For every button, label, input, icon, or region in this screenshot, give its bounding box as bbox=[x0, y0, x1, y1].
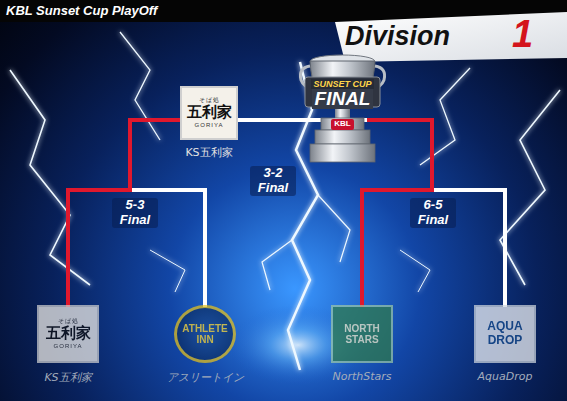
logo-text: GORIYA bbox=[39, 343, 97, 350]
lightning-bolt bbox=[318, 195, 350, 262]
bracket-segment bbox=[503, 190, 507, 305]
bracket-segment bbox=[430, 120, 434, 190]
bracket-line bbox=[238, 120, 432, 305]
bracket-segment bbox=[203, 190, 207, 305]
bracket-segment bbox=[365, 118, 432, 122]
lightning-bolt bbox=[150, 250, 185, 292]
logo-text: ATHLETE INN bbox=[177, 323, 233, 345]
bracket-segment bbox=[360, 190, 364, 305]
bracket-segment bbox=[362, 188, 432, 192]
bracket-line bbox=[68, 120, 180, 305]
trophy-shape: SUNSET CUPFINAL KBL bbox=[295, 52, 390, 164]
team-logo: そば処五利家GORIYA bbox=[37, 305, 99, 363]
team-node: ATHLETE INN アスリートイン bbox=[163, 305, 247, 385]
team-logo: ATHLETE INN bbox=[174, 305, 236, 363]
lightning bbox=[10, 32, 560, 370]
team-logo: そば処五利家GORIYA bbox=[180, 86, 238, 140]
lightning-bolt bbox=[420, 68, 470, 165]
lightning-bolt bbox=[500, 90, 560, 285]
team-name: アスリートイン bbox=[167, 370, 244, 385]
team-name: KS五利家 bbox=[44, 370, 91, 385]
bracket-line bbox=[238, 120, 505, 305]
trophy-node: SUNSET CUPFINAL KBL bbox=[295, 52, 390, 164]
logo-text: 五利家 bbox=[182, 104, 236, 121]
team-logo: NORTH STARS bbox=[331, 305, 393, 363]
lightning-bolt bbox=[120, 32, 160, 140]
team-logo: AQUA DROP bbox=[474, 305, 536, 363]
division-text: Division bbox=[345, 21, 450, 51]
lightning-bolt bbox=[262, 240, 292, 290]
bracket-segment bbox=[66, 190, 70, 305]
bracket-segment bbox=[128, 120, 132, 190]
title-paper bbox=[335, 12, 567, 62]
bracket-segment bbox=[68, 188, 130, 192]
bracket-segment bbox=[430, 120, 434, 190]
team-node: NORTH STARS NorthStars bbox=[322, 305, 402, 383]
logo-text: そば処 bbox=[182, 97, 236, 104]
team-name: KS五利家 bbox=[185, 145, 232, 160]
bracket-segment bbox=[130, 118, 180, 122]
logo-text: AQUA DROP bbox=[476, 320, 534, 348]
team-node: そば処五利家GORIYA KS五利家 bbox=[174, 86, 244, 160]
match-score: 6-5 Final bbox=[410, 198, 456, 228]
trophy-text: FINAL bbox=[312, 89, 374, 109]
match-score: 3-2 Final bbox=[250, 166, 296, 196]
logo-text: そば処 bbox=[39, 318, 97, 325]
team-node: そば処五利家GORIYA KS五利家 bbox=[28, 305, 108, 385]
bracket-segment bbox=[130, 188, 205, 192]
logo-text: GORIYA bbox=[182, 122, 236, 129]
team-name: AquaDrop bbox=[478, 370, 533, 383]
title-text: KBL Sunset Cup PlayOff bbox=[6, 3, 157, 19]
trophy-text: SUNSET CUP bbox=[311, 79, 373, 89]
team-name: NorthStars bbox=[332, 370, 391, 383]
match-score: 5-3 Final bbox=[112, 198, 158, 228]
logo-text: 五利家 bbox=[39, 325, 97, 342]
bracket-segment bbox=[130, 118, 180, 122]
trophy-text: KBL bbox=[331, 119, 353, 130]
lightning-bolt bbox=[400, 250, 430, 292]
bracket-segment bbox=[432, 188, 505, 192]
lightning-bolt bbox=[10, 70, 90, 285]
team-node: AQUA DROP AquaDrop bbox=[465, 305, 545, 383]
logo-text: NORTH STARS bbox=[333, 323, 391, 345]
bracket-segment bbox=[128, 120, 132, 190]
division-number: 1 bbox=[512, 14, 533, 54]
